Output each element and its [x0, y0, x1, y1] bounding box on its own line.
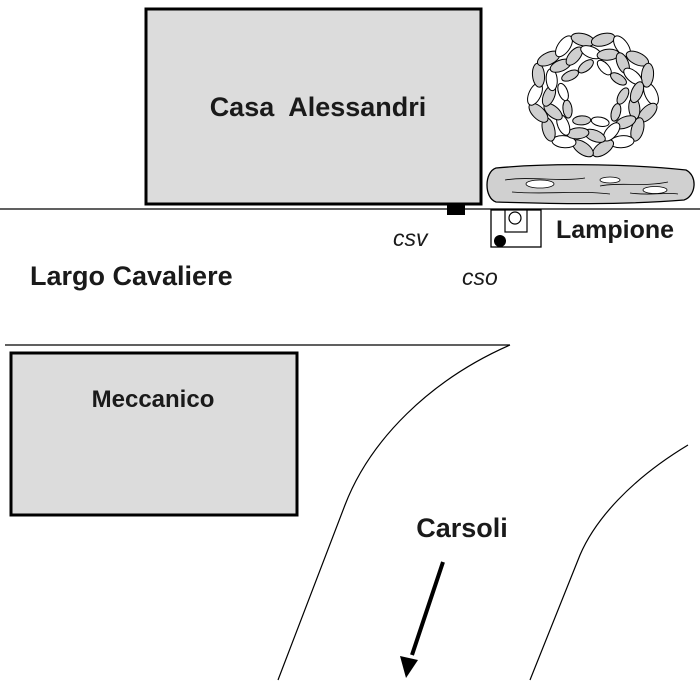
- tree-leaf: [572, 115, 592, 126]
- tree-leaf: [590, 116, 610, 127]
- road-curve-left: [277, 344, 511, 681]
- meccanico-building: [9, 351, 299, 517]
- casa-alessandri-building: [144, 7, 483, 206]
- meccanico-label: Meccanico: [92, 386, 215, 413]
- casa-alessandri-label: Casa Alessandri: [210, 92, 427, 122]
- tree-leaf: [610, 72, 627, 86]
- carsoli-label: Carsoli: [416, 513, 508, 543]
- lampione-label: Lampione: [556, 216, 674, 244]
- tree-leaf: [590, 32, 616, 47]
- lampione-icon: [490, 209, 542, 248]
- csv-label: csv: [393, 225, 429, 251]
- tree-leaf: [577, 59, 594, 74]
- tree-leaf: [557, 82, 569, 102]
- road-curve-right: [529, 444, 689, 681]
- csv-marker: [447, 205, 465, 215]
- tree-icon: [527, 32, 659, 158]
- largo-cavaliere-label: Largo Cavaliere: [30, 261, 233, 291]
- tree-leaf: [640, 62, 655, 88]
- hedge-icon: [486, 164, 695, 205]
- tree-leaf: [629, 81, 645, 104]
- cso-label: cso: [462, 264, 498, 290]
- tree-leaf: [616, 87, 630, 105]
- arrow-down-left-icon: [400, 561, 445, 678]
